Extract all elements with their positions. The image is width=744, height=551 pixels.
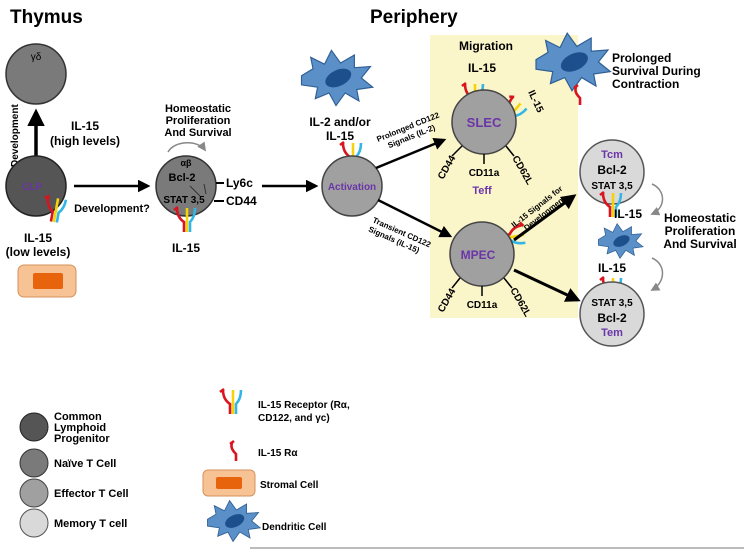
legend-naive-label: Naïve T Cell bbox=[54, 458, 116, 470]
legend-receptor-line2: CD122, and γc) bbox=[258, 413, 330, 424]
activation-cell bbox=[321, 155, 383, 217]
legend-effector-swatch bbox=[19, 478, 49, 508]
prolonged-survival-sublabel: Survival During bbox=[612, 64, 701, 78]
dendritic-cell-icon bbox=[300, 49, 374, 107]
dendritic-cell-memory-icon bbox=[598, 223, 644, 259]
to-tcm-arrow bbox=[513, 194, 577, 242]
tem-stat-label: STAT 3,5 bbox=[591, 298, 633, 309]
legend-memory-label: Memory T cell bbox=[54, 518, 127, 530]
legend-stromal-label: Stromal Cell bbox=[260, 480, 319, 491]
stromal-core bbox=[33, 273, 63, 289]
tcm-bcl2-label: Bcl-2 bbox=[597, 163, 627, 177]
to-tem-arrow bbox=[513, 268, 581, 302]
cd44-naive-label: CD44 bbox=[226, 194, 257, 208]
legend-clp-line3: Progenitor bbox=[54, 433, 110, 445]
il15-high-sublabel: (high levels) bbox=[50, 134, 120, 148]
slec-label: SLEC bbox=[467, 115, 502, 130]
prolonged-survival-sublabel2: Contraction bbox=[612, 77, 679, 91]
mpec-cd44-tick bbox=[451, 277, 461, 289]
to-slec-arrow bbox=[375, 138, 447, 170]
thymus-title: Thymus bbox=[10, 7, 83, 28]
homeostatic-label-2-line1: Homeostatic bbox=[664, 211, 736, 225]
legend-dendritic-icon bbox=[207, 500, 261, 542]
il2-label: IL-2 and/or bbox=[309, 115, 371, 129]
prolonged-survival-label: Prolonged bbox=[612, 51, 671, 65]
homeostatic-label-2-line2: Proliferation bbox=[665, 224, 736, 238]
legend-dendritic-label: Dendritic Cell bbox=[262, 522, 327, 533]
il2-sublabel: IL-15 bbox=[326, 129, 354, 143]
legend-receptor-line1: IL-15 Receptor (Rα, bbox=[258, 400, 350, 411]
homeostatic-label-1-line3: And Survival bbox=[164, 127, 231, 139]
legend-clp-line2: Lymphoid bbox=[54, 422, 106, 434]
clp-cell bbox=[5, 155, 67, 217]
legend: Common Lymphoid Progenitor Naïve T Cell … bbox=[19, 387, 350, 542]
tem-cell bbox=[579, 281, 645, 347]
gamma-delta-label: γδ bbox=[31, 52, 42, 63]
ly6c-label: Ly6c bbox=[226, 176, 253, 190]
homeostatic-label-1-line1: Homeostatic bbox=[165, 103, 231, 115]
gamma-delta-cell bbox=[5, 43, 67, 105]
mpec-label: MPEC bbox=[461, 248, 496, 262]
homeostatic-loop-top-arrow bbox=[650, 183, 664, 216]
tem-bcl2-label: Bcl-2 bbox=[597, 311, 627, 325]
development-question-label: Development? bbox=[74, 203, 150, 215]
mpec-cd62l-tick bbox=[503, 277, 513, 289]
legend-clp-line1: Common bbox=[54, 411, 102, 423]
il15-high-label: IL-15 bbox=[71, 119, 99, 133]
homeostatic-label-2-line3: And Survival bbox=[663, 237, 736, 251]
il15-memory-top-label: IL-15 bbox=[614, 207, 642, 221]
periphery-title: Periphery bbox=[370, 7, 458, 28]
legend-effector-label: Effector T Cell bbox=[54, 488, 129, 500]
homeostatic-label-1-line2: Proliferation bbox=[166, 115, 231, 127]
tcm-label: Tcm bbox=[601, 149, 623, 161]
il15-migration-label: IL-15 bbox=[468, 61, 496, 75]
il15-low-label: IL-15 bbox=[24, 231, 52, 245]
legend-ralpha-icon bbox=[228, 439, 238, 463]
legend-memory-swatch bbox=[19, 508, 49, 538]
migration-label: Migration bbox=[459, 39, 513, 53]
to-mpec-arrow bbox=[377, 198, 453, 238]
homeostatic-loop-bottom-arrow bbox=[650, 257, 664, 291]
il15-memory-bottom-label: IL-15 bbox=[598, 261, 626, 275]
naive-bcl2-label: Bcl-2 bbox=[169, 172, 196, 184]
legend-stromal-core bbox=[216, 477, 242, 489]
slec-cd44-tick bbox=[451, 145, 463, 157]
slec-cd62l-tick bbox=[505, 145, 515, 157]
legend-ralpha-label: IL-15 Rα bbox=[258, 448, 298, 459]
naive-signal-arrows bbox=[189, 183, 207, 197]
development-label: Development bbox=[10, 104, 21, 167]
slec-cd11a-label: CD11a bbox=[469, 168, 500, 179]
il15-naive-label: IL-15 bbox=[172, 241, 200, 255]
homeostatic-cycle-arrow bbox=[167, 141, 207, 153]
activation-label: Activation bbox=[328, 182, 376, 193]
tcm-stat-label: STAT 3,5 bbox=[591, 181, 633, 192]
il15-low-sublabel: (low levels) bbox=[6, 245, 71, 259]
mpec-cd11a-label: CD11a bbox=[467, 300, 498, 311]
legend-clp-swatch bbox=[19, 412, 49, 442]
teff-label: Teff bbox=[472, 185, 492, 197]
tem-label: Tem bbox=[601, 327, 623, 339]
naive-stat-label: STAT 3,5 bbox=[163, 195, 205, 206]
alpha-beta-label: αβ bbox=[180, 158, 192, 168]
clp-label: CLP bbox=[22, 182, 42, 193]
legend-naive-swatch bbox=[19, 448, 49, 478]
legend-receptor-icon bbox=[218, 387, 243, 416]
